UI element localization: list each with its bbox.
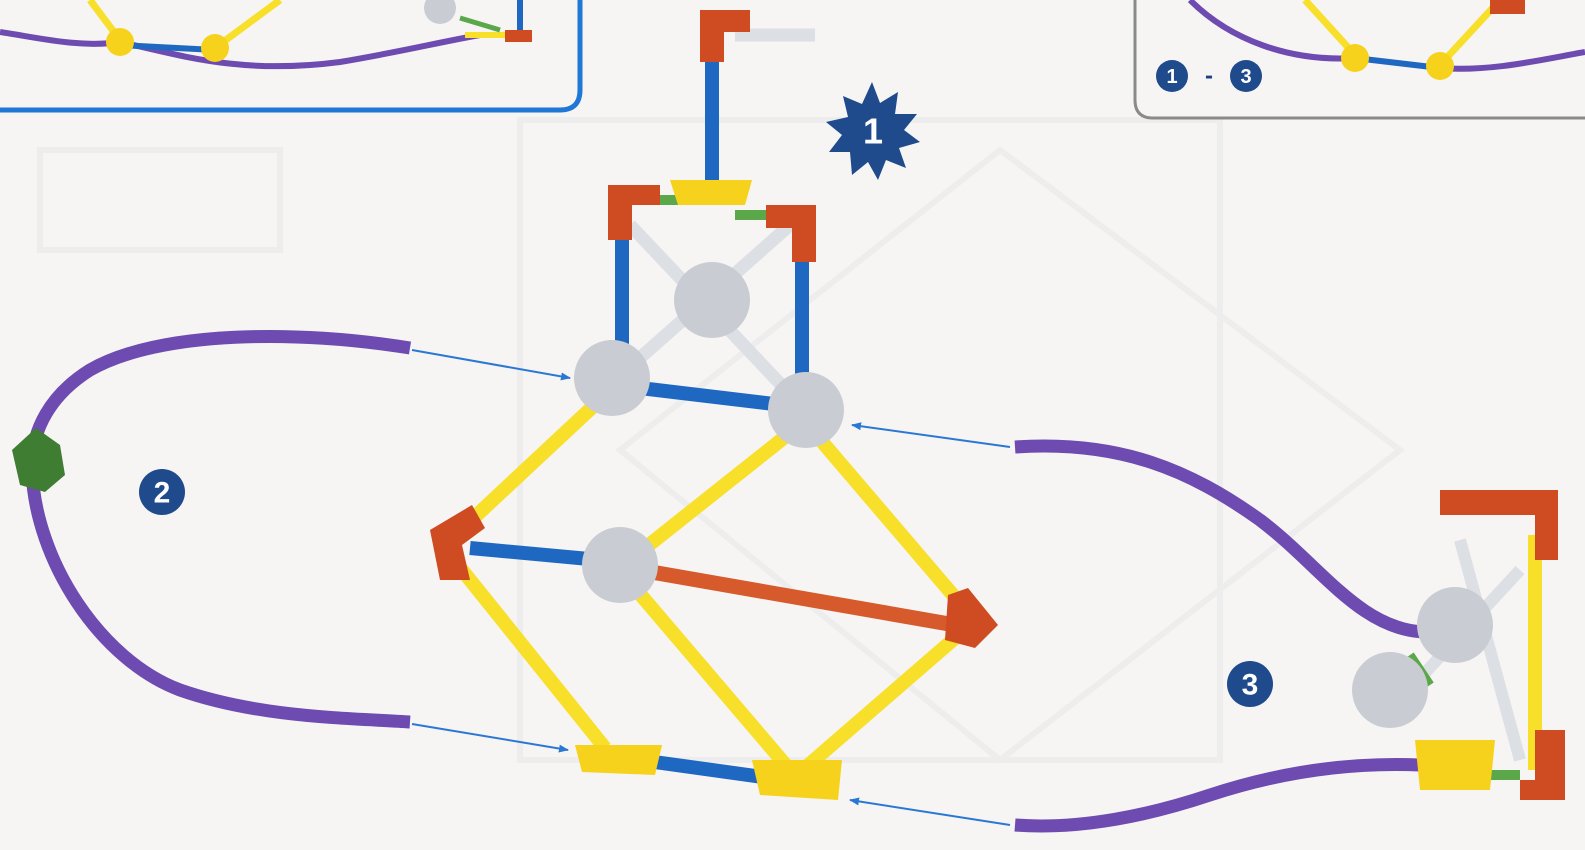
step-1-badge: 1 <box>826 82 920 180</box>
step-2-badge: 2 <box>139 469 185 515</box>
yellow-hub-connector <box>752 760 842 800</box>
grey-hub-connector <box>674 262 750 338</box>
yellow-rod <box>812 430 970 615</box>
purple-flex-rod <box>32 336 410 465</box>
orange-corner-connector <box>1520 730 1565 800</box>
yellow-rod <box>805 632 962 768</box>
side-assembly <box>1352 490 1565 800</box>
blue-rod <box>470 548 600 560</box>
arrow-icon <box>850 800 1010 825</box>
svg-text:2: 2 <box>154 477 171 510</box>
grey-hub-connector <box>1352 652 1428 728</box>
range-dash: - <box>1205 63 1213 90</box>
svg-text:3: 3 <box>1240 66 1251 88</box>
arrow-icon <box>412 724 568 750</box>
blue-rod-crossbar <box>640 388 782 405</box>
green-hub-connector <box>12 428 65 492</box>
svg-text:1: 1 <box>1166 66 1177 88</box>
svg-text:3: 3 <box>1242 669 1259 702</box>
yellow-hub-connector <box>670 180 752 205</box>
yellow-hub-connector <box>1415 740 1495 790</box>
inset-top-left <box>0 0 580 110</box>
purple-flex-rod <box>32 470 410 722</box>
yellow-rod <box>628 580 790 770</box>
grey-hub-connector <box>1417 587 1493 663</box>
grey-hub-connector <box>582 527 658 603</box>
svg-text:1: 1 <box>863 111 883 152</box>
orange-corner-connector <box>945 588 998 648</box>
background-ghost <box>40 120 1400 760</box>
inset-grey-connector <box>424 0 456 24</box>
step-2-flex-rod <box>12 336 410 722</box>
yellow-rod <box>630 425 800 560</box>
yellow-hub-connector <box>575 745 662 775</box>
yellow-rod <box>458 565 605 748</box>
red-rod <box>640 570 955 625</box>
purple-flex-rod <box>1015 764 1420 825</box>
arrow-icon <box>412 350 570 378</box>
grey-hub-connector <box>574 340 650 416</box>
main-structure <box>430 10 998 800</box>
inset-orange-corner <box>505 30 532 42</box>
grey-hub-connector <box>768 372 844 448</box>
inset-top-right: 1 - 3 <box>1135 0 1585 118</box>
range-badge-end: 3 <box>1230 60 1262 92</box>
range-badge-start: 1 <box>1156 60 1188 92</box>
arrow-icon <box>852 425 1010 447</box>
step-3-badge: 3 <box>1227 661 1273 707</box>
